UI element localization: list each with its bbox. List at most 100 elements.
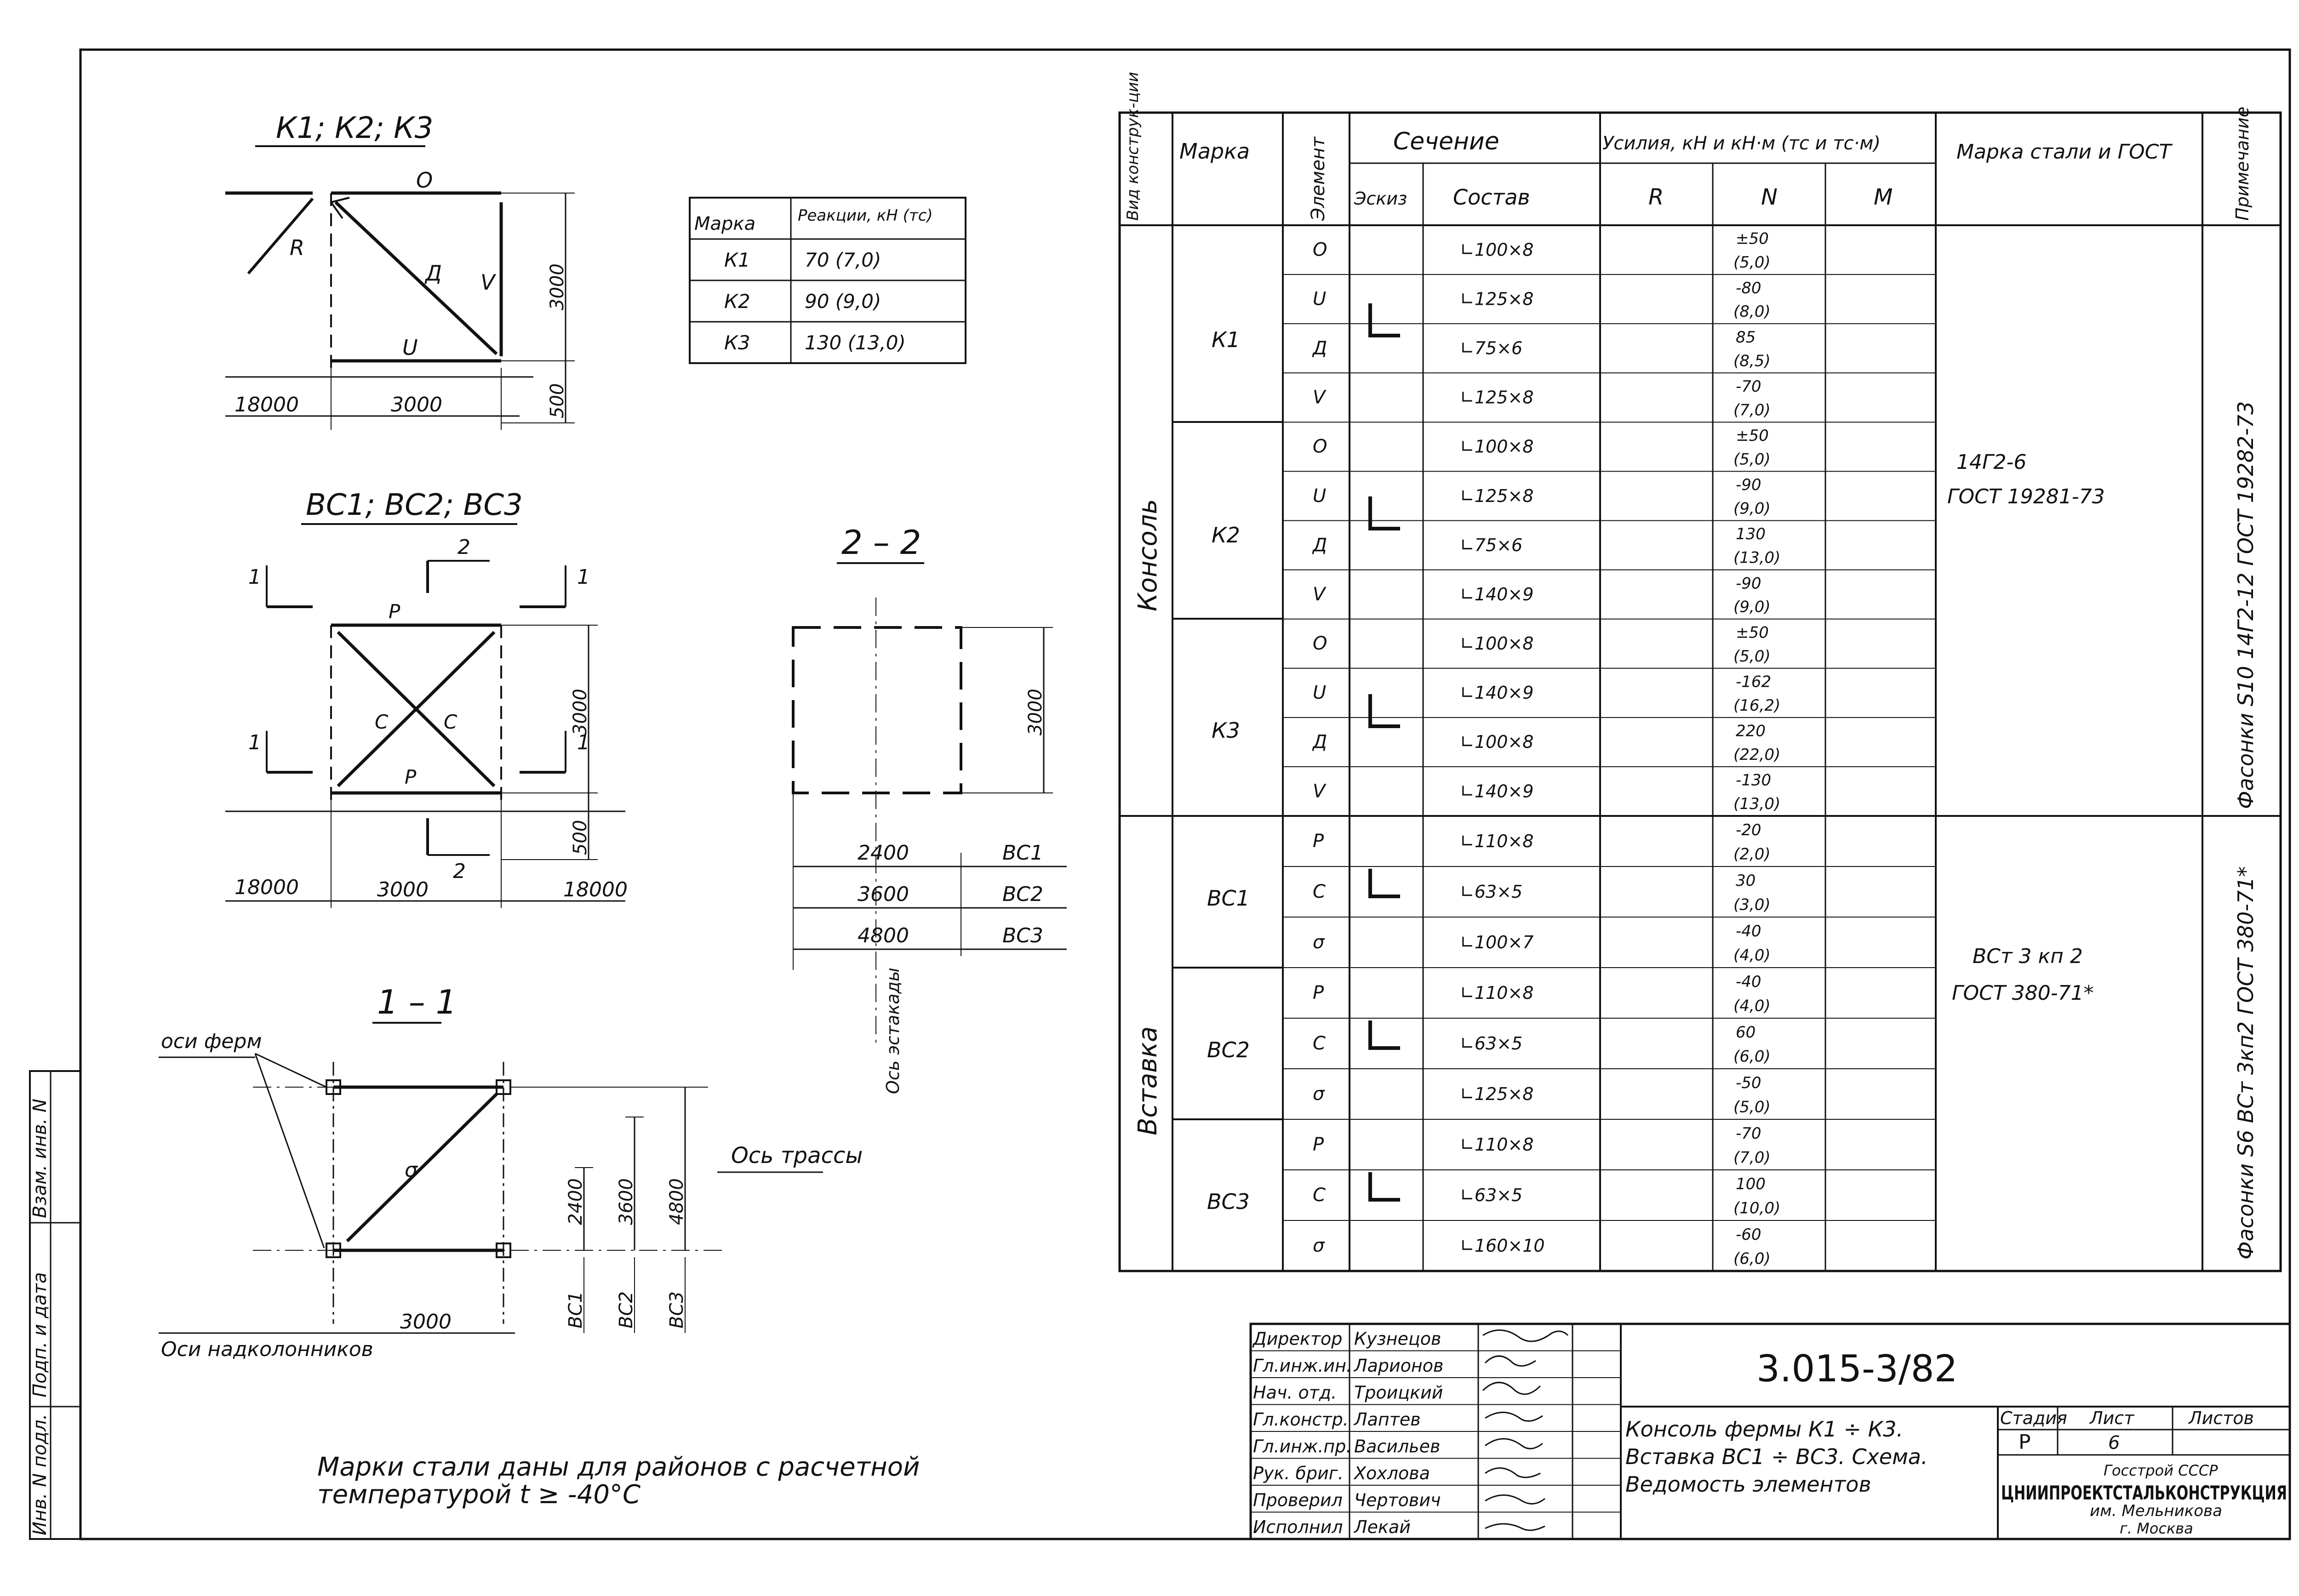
section-11-axes-truss: оси ферм xyxy=(161,1030,262,1053)
mark-bc1: ВС1 xyxy=(1207,886,1250,911)
cell-force-kn: 60 xyxy=(1736,1023,1756,1042)
cell-force-kn: 130 xyxy=(1736,525,1766,543)
sheets-label: Листов xyxy=(2188,1408,2254,1428)
section-11-dim-3: 4800 xyxy=(666,1178,687,1225)
cell-element: О xyxy=(1313,436,1327,457)
note-line-1: Марки стали даны для районов с расчетной xyxy=(317,1452,920,1482)
k-dim-height: 3000 xyxy=(547,263,568,310)
cell-force-kn: 220 xyxy=(1736,722,1766,741)
steel-console-2: ГОСТ 19281-73 xyxy=(1947,485,2105,508)
k-label-top: О xyxy=(416,168,433,193)
bc-dim-height: 3000 xyxy=(570,689,591,735)
reactions-row-1-mark: К1 xyxy=(724,249,750,271)
th-composition: Состав xyxy=(1453,185,1530,210)
cell-element: σ xyxy=(1313,1083,1325,1105)
note: Марки стали даны для районов с расчетной… xyxy=(317,1452,920,1510)
section-11-title: 1 – 1 xyxy=(377,983,457,1021)
cell-force-kn: -80 xyxy=(1736,279,1761,297)
th-note: Примечание xyxy=(2232,107,2253,221)
bc-section-1a: 1 xyxy=(248,565,261,589)
th-N: N xyxy=(1761,184,1778,210)
cell-force-tc: (3,0) xyxy=(1733,896,1771,914)
bc-dim-width: 3000 xyxy=(377,878,429,901)
sheet-frame xyxy=(79,48,2291,1540)
bc-section-1d: 1 xyxy=(577,731,590,754)
group-kind-insert: Вставка xyxy=(1133,1026,1163,1135)
cell-composition: ∟160×10 xyxy=(1460,1236,1545,1256)
section-22-axis: Ось эстакады xyxy=(883,968,903,1094)
cell-force-tc: (6,0) xyxy=(1733,1250,1771,1268)
k-dim-lower: 500 xyxy=(547,383,568,418)
mark-k2: К2 xyxy=(1212,523,1240,547)
cell-force-tc: (5,0) xyxy=(1733,1098,1771,1117)
k-scheme-title: К1; К2; К3 xyxy=(276,111,433,145)
cell-composition: ∟110×8 xyxy=(1460,983,1533,1003)
mark-k3: К3 xyxy=(1212,718,1240,743)
cell-composition: ∟125×8 xyxy=(1460,486,1533,506)
signature-3 xyxy=(1482,1382,1541,1395)
bc-dim-lower: 500 xyxy=(570,820,591,855)
cell-composition: ∟140×9 xyxy=(1460,781,1533,801)
cell-force-kn: ±50 xyxy=(1736,230,1769,248)
cell-force-kn: -90 xyxy=(1736,476,1761,494)
th-section: Сечение xyxy=(1393,128,1499,155)
side-label-2: Подп. и дата xyxy=(29,1272,51,1397)
sheet-label: Лист xyxy=(2089,1408,2135,1428)
bc-dim-right: 18000 xyxy=(563,878,628,901)
cell-composition: ∟100×8 xyxy=(1460,732,1533,752)
doc-title-2: Вставка ВС1 ÷ ВС3. Схема. xyxy=(1625,1444,1928,1469)
cell-composition: ∟110×8 xyxy=(1460,831,1533,851)
section-11-dim-2: 3600 xyxy=(616,1178,637,1225)
elements-table: Вид конструк-ции Марка Элемент Сечение Э… xyxy=(1118,72,2282,1272)
cell-force-kn: -162 xyxy=(1736,673,1771,691)
cell-force-tc: (5,0) xyxy=(1733,647,1771,666)
cell-force-kn: ±50 xyxy=(1736,623,1769,642)
angle-sketch-k3 xyxy=(1368,694,1400,728)
group-kind-console: Консоль xyxy=(1133,499,1163,611)
section-22-dim-1: 2400 xyxy=(858,841,909,865)
org-line-2: ЦНИИПРОЕКТСТАЛЬКОНСТРУКЦИЯ xyxy=(2001,1482,2287,1504)
th-M: M xyxy=(1874,184,1893,210)
stage-label: Стадия xyxy=(2000,1408,2067,1428)
reactions-header-value: Реакции, кН (тс) xyxy=(798,206,933,225)
th-element: Элемент xyxy=(1308,136,1329,221)
stamp-name: Лаптев xyxy=(1353,1409,1421,1430)
bc-scheme: ВС1; ВС2; ВС3 Р Р С С 1 1 1 1 2 2 3000 xyxy=(225,488,628,908)
mark-k1: К1 xyxy=(1212,327,1240,352)
note-insert: Фасонки S6 ВСт 3кп2 ГОСТ 380-71* xyxy=(2233,866,2258,1260)
bc-section-1b: 1 xyxy=(577,565,590,589)
cell-composition: ∟63×5 xyxy=(1460,882,1522,902)
cell-force-tc: (7,0) xyxy=(1733,401,1771,419)
reactions-row-3-value: 130 (13,0) xyxy=(805,331,906,354)
bc-section-1c: 1 xyxy=(248,731,261,754)
cell-force-tc: (8,0) xyxy=(1733,302,1771,321)
bc-label-diag2: С xyxy=(444,711,458,733)
angle-sketch-k1 xyxy=(1368,303,1400,337)
cell-element: Р xyxy=(1313,831,1324,852)
section-11-width: 3000 xyxy=(400,1310,452,1334)
stamp-name: Троицкий xyxy=(1354,1383,1443,1403)
signature-4 xyxy=(1485,1412,1543,1422)
k-scheme: К1; К2; К3 О U Д V R 3000 500 18000 3000 xyxy=(225,111,575,430)
section-22-dim-3: 4800 xyxy=(858,924,909,947)
org-line-4: г. Москва xyxy=(2120,1520,2193,1537)
angle-sketch-k2 xyxy=(1368,496,1400,530)
cell-element: С xyxy=(1313,881,1326,902)
mark-bc3: ВС3 xyxy=(1207,1189,1250,1214)
k-label-reaction: R xyxy=(290,235,304,260)
cell-element: С xyxy=(1313,1185,1326,1206)
th-sketch: Эскиз xyxy=(1354,188,1407,209)
stamp-name: Лекай xyxy=(1353,1517,1411,1537)
table-rows: О∟100×8±50(5,0)U∟125×8-80(8,0)Д∟75×685(8… xyxy=(1283,230,1936,1268)
k-dim-left: 18000 xyxy=(234,393,299,416)
cell-force-kn: -40 xyxy=(1736,922,1761,940)
steel-insert-2: ГОСТ 380-71* xyxy=(1952,981,2094,1005)
cell-element: О xyxy=(1313,633,1327,654)
cell-force-tc: (9,0) xyxy=(1733,598,1771,616)
section-11-diagonal xyxy=(346,1093,498,1243)
section-22-dim-2: 3600 xyxy=(858,883,909,906)
cell-composition: ∟100×8 xyxy=(1460,633,1533,654)
